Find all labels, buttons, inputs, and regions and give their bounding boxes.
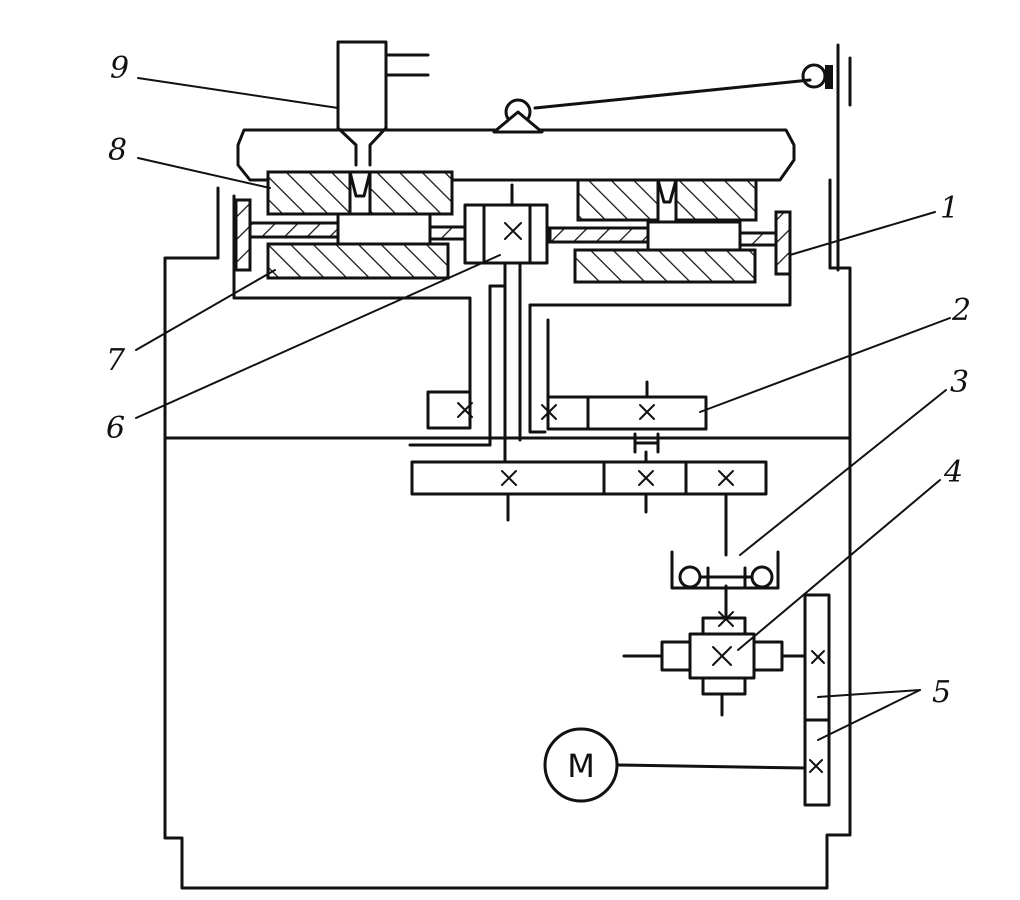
leader-lines <box>135 77 951 741</box>
clamp-left <box>232 194 472 300</box>
label-1: 1 <box>940 191 959 226</box>
label-6: 6 <box>106 411 125 446</box>
upper-crosshead <box>236 78 812 182</box>
lower-mold-left <box>266 242 450 280</box>
coupling <box>633 432 660 454</box>
part-labels: 9 8 1 2 3 4 5 7 6 <box>106 51 971 710</box>
label-5: 5 <box>932 675 951 710</box>
clamp-right <box>528 210 792 307</box>
label-3: 3 <box>950 365 969 400</box>
shafts-central <box>408 261 550 462</box>
screw-right <box>548 226 778 247</box>
label-2: 2 <box>951 293 971 328</box>
screw-left <box>248 221 468 241</box>
main-gear-train <box>410 450 768 557</box>
motor-label: M <box>567 747 595 785</box>
central-gear-block <box>463 183 549 265</box>
upper-mold-left <box>266 170 454 246</box>
bevel-gear-4 <box>622 611 807 717</box>
label-9: 9 <box>110 51 129 86</box>
machine-frame <box>163 178 852 890</box>
lower-mold-right <box>573 248 757 284</box>
label-8: 8 <box>108 133 127 168</box>
drive-pair-5 <box>803 593 831 807</box>
gear-small-left <box>426 390 473 430</box>
label-4: 4 <box>943 455 963 490</box>
motor: M <box>543 727 807 803</box>
label-7: 7 <box>106 343 126 378</box>
gear-pair-2 <box>541 380 708 431</box>
feed-hopper <box>336 40 430 167</box>
clutch-3 <box>670 550 780 622</box>
